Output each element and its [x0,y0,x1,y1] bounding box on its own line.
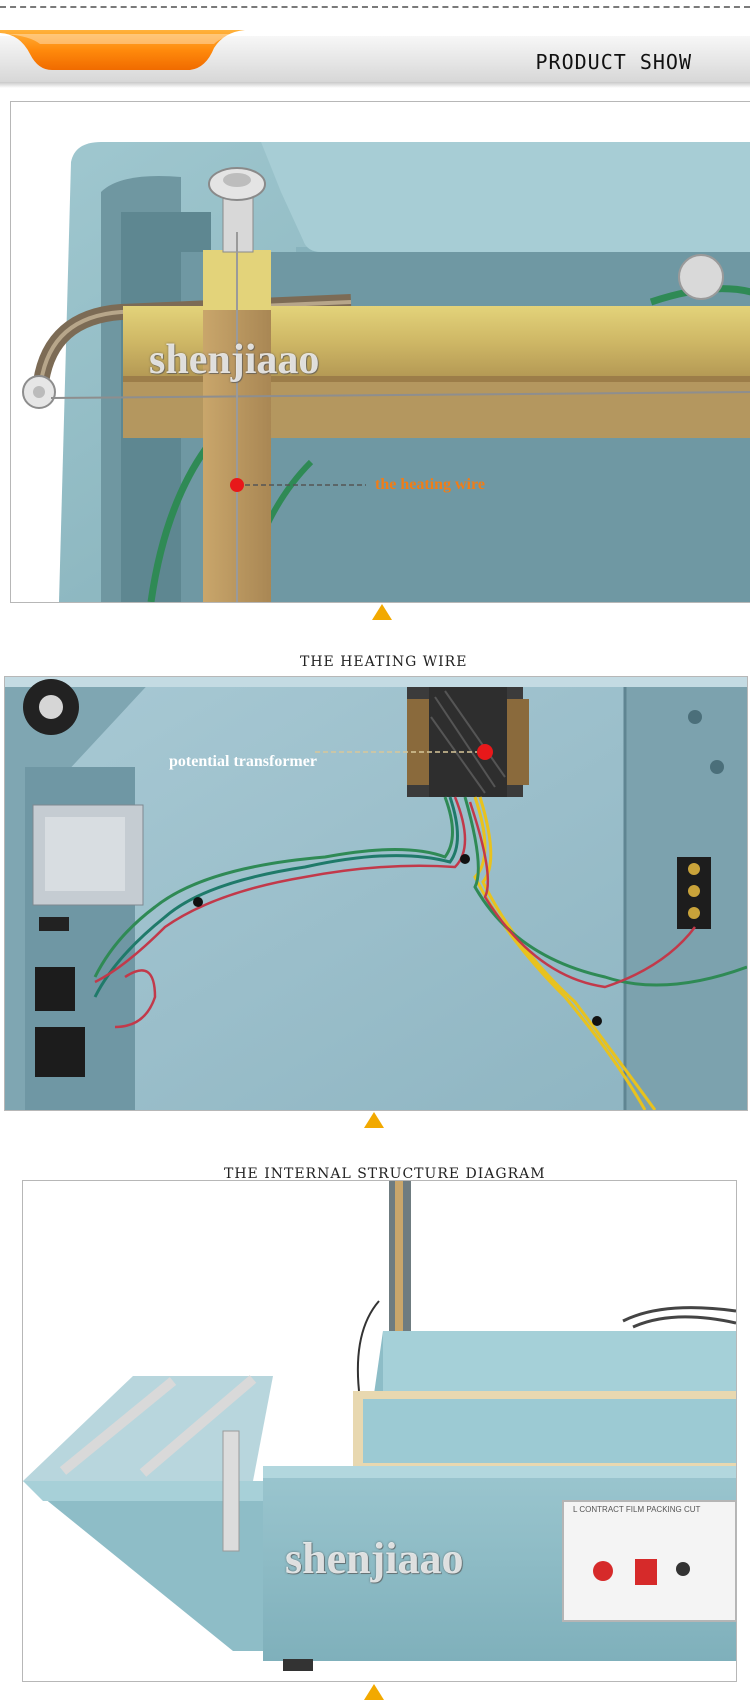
heating-wire-photo: shenjiaao the heating wire [10,101,750,603]
down-arrow-icon [364,1112,384,1128]
heating-wire-callout: the heating wire [375,476,485,493]
transformer-photo: potential transformer [4,676,748,1111]
heating-wire-illustration [11,102,750,602]
internal-structure-caption: THE INTERNAL STRUCTURE DIAGRAM [224,1166,546,1182]
transformer-callout: potential transformer [169,753,317,770]
banner-title: PRODUCT SHOW [535,50,692,74]
machine-overview-photo: shenjiaao L CONTRACT FILM PACKING CUT [22,1180,737,1682]
banner-orange-tab [0,30,245,70]
watermark: shenjiaao [149,337,320,383]
machine-illustration [23,1181,736,1681]
down-arrow-icon [364,1684,384,1700]
banner-shadow [0,82,750,88]
control-panel-label: L CONTRACT FILM PACKING CUT [573,1505,701,1514]
watermark: shenjiaao [285,1534,464,1583]
down-arrow-icon [372,604,392,620]
internal-wiring-illustration [5,677,747,1110]
top-dashed-divider [0,6,750,8]
heating-wire-caption: THE HEATING WIRE [300,654,468,670]
product-show-banner: PRODUCT SHOW [0,30,750,90]
